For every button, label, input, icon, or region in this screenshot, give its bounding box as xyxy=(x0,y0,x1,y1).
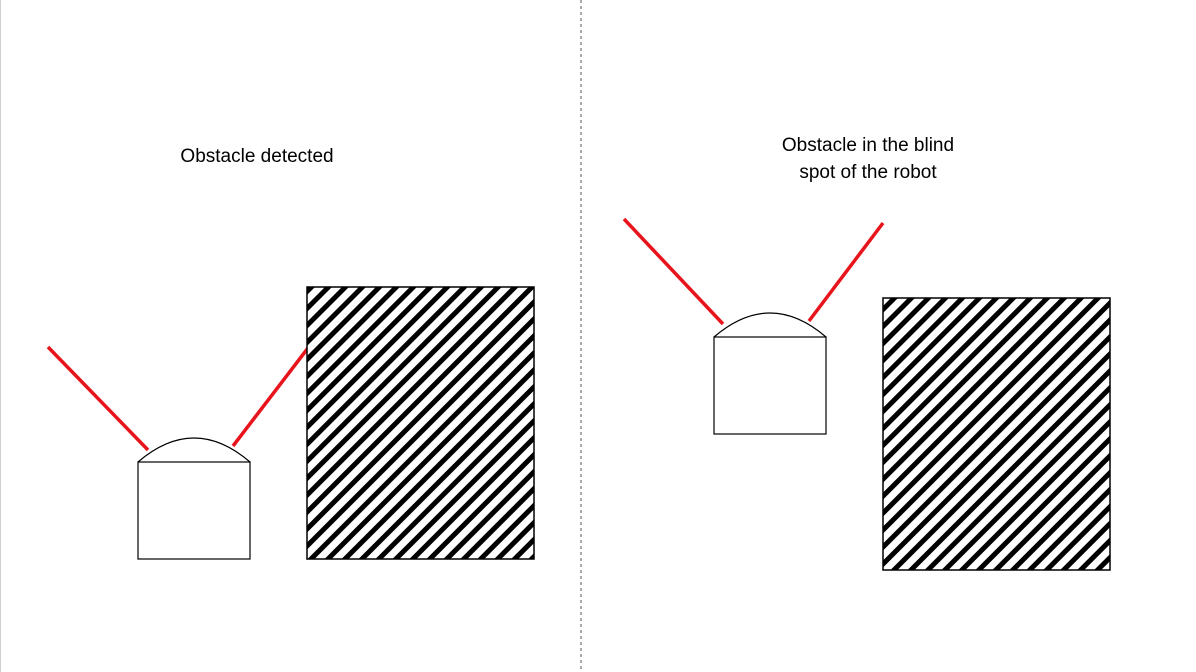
right-robot xyxy=(713,312,827,435)
left-robot-body xyxy=(137,461,251,560)
right-sensor-ray-left xyxy=(622,217,725,326)
left-sensor-ray-left xyxy=(46,345,150,452)
left-panel-caption: Obstacle detected xyxy=(157,143,357,170)
left-robot-dome-sensor xyxy=(137,437,251,463)
right-robot-body xyxy=(713,336,827,435)
right-robot-dome-sensor xyxy=(713,312,827,338)
left-robot xyxy=(137,437,251,560)
right-caption-line-2: spot of the robot xyxy=(799,162,937,183)
left-panel xyxy=(46,286,535,560)
right-panel xyxy=(622,217,1111,571)
right-panel-caption: Obstacle in the blind spot of the robot xyxy=(743,132,993,186)
left-sensor-ray-right xyxy=(231,346,310,448)
right-caption-line-1: Obstacle in the blind xyxy=(781,135,955,156)
right-sensor-ray-right xyxy=(807,221,885,323)
left-caption-text: Obstacle detected xyxy=(180,146,334,167)
left-obstacle xyxy=(306,286,535,560)
right-obstacle xyxy=(882,297,1111,571)
